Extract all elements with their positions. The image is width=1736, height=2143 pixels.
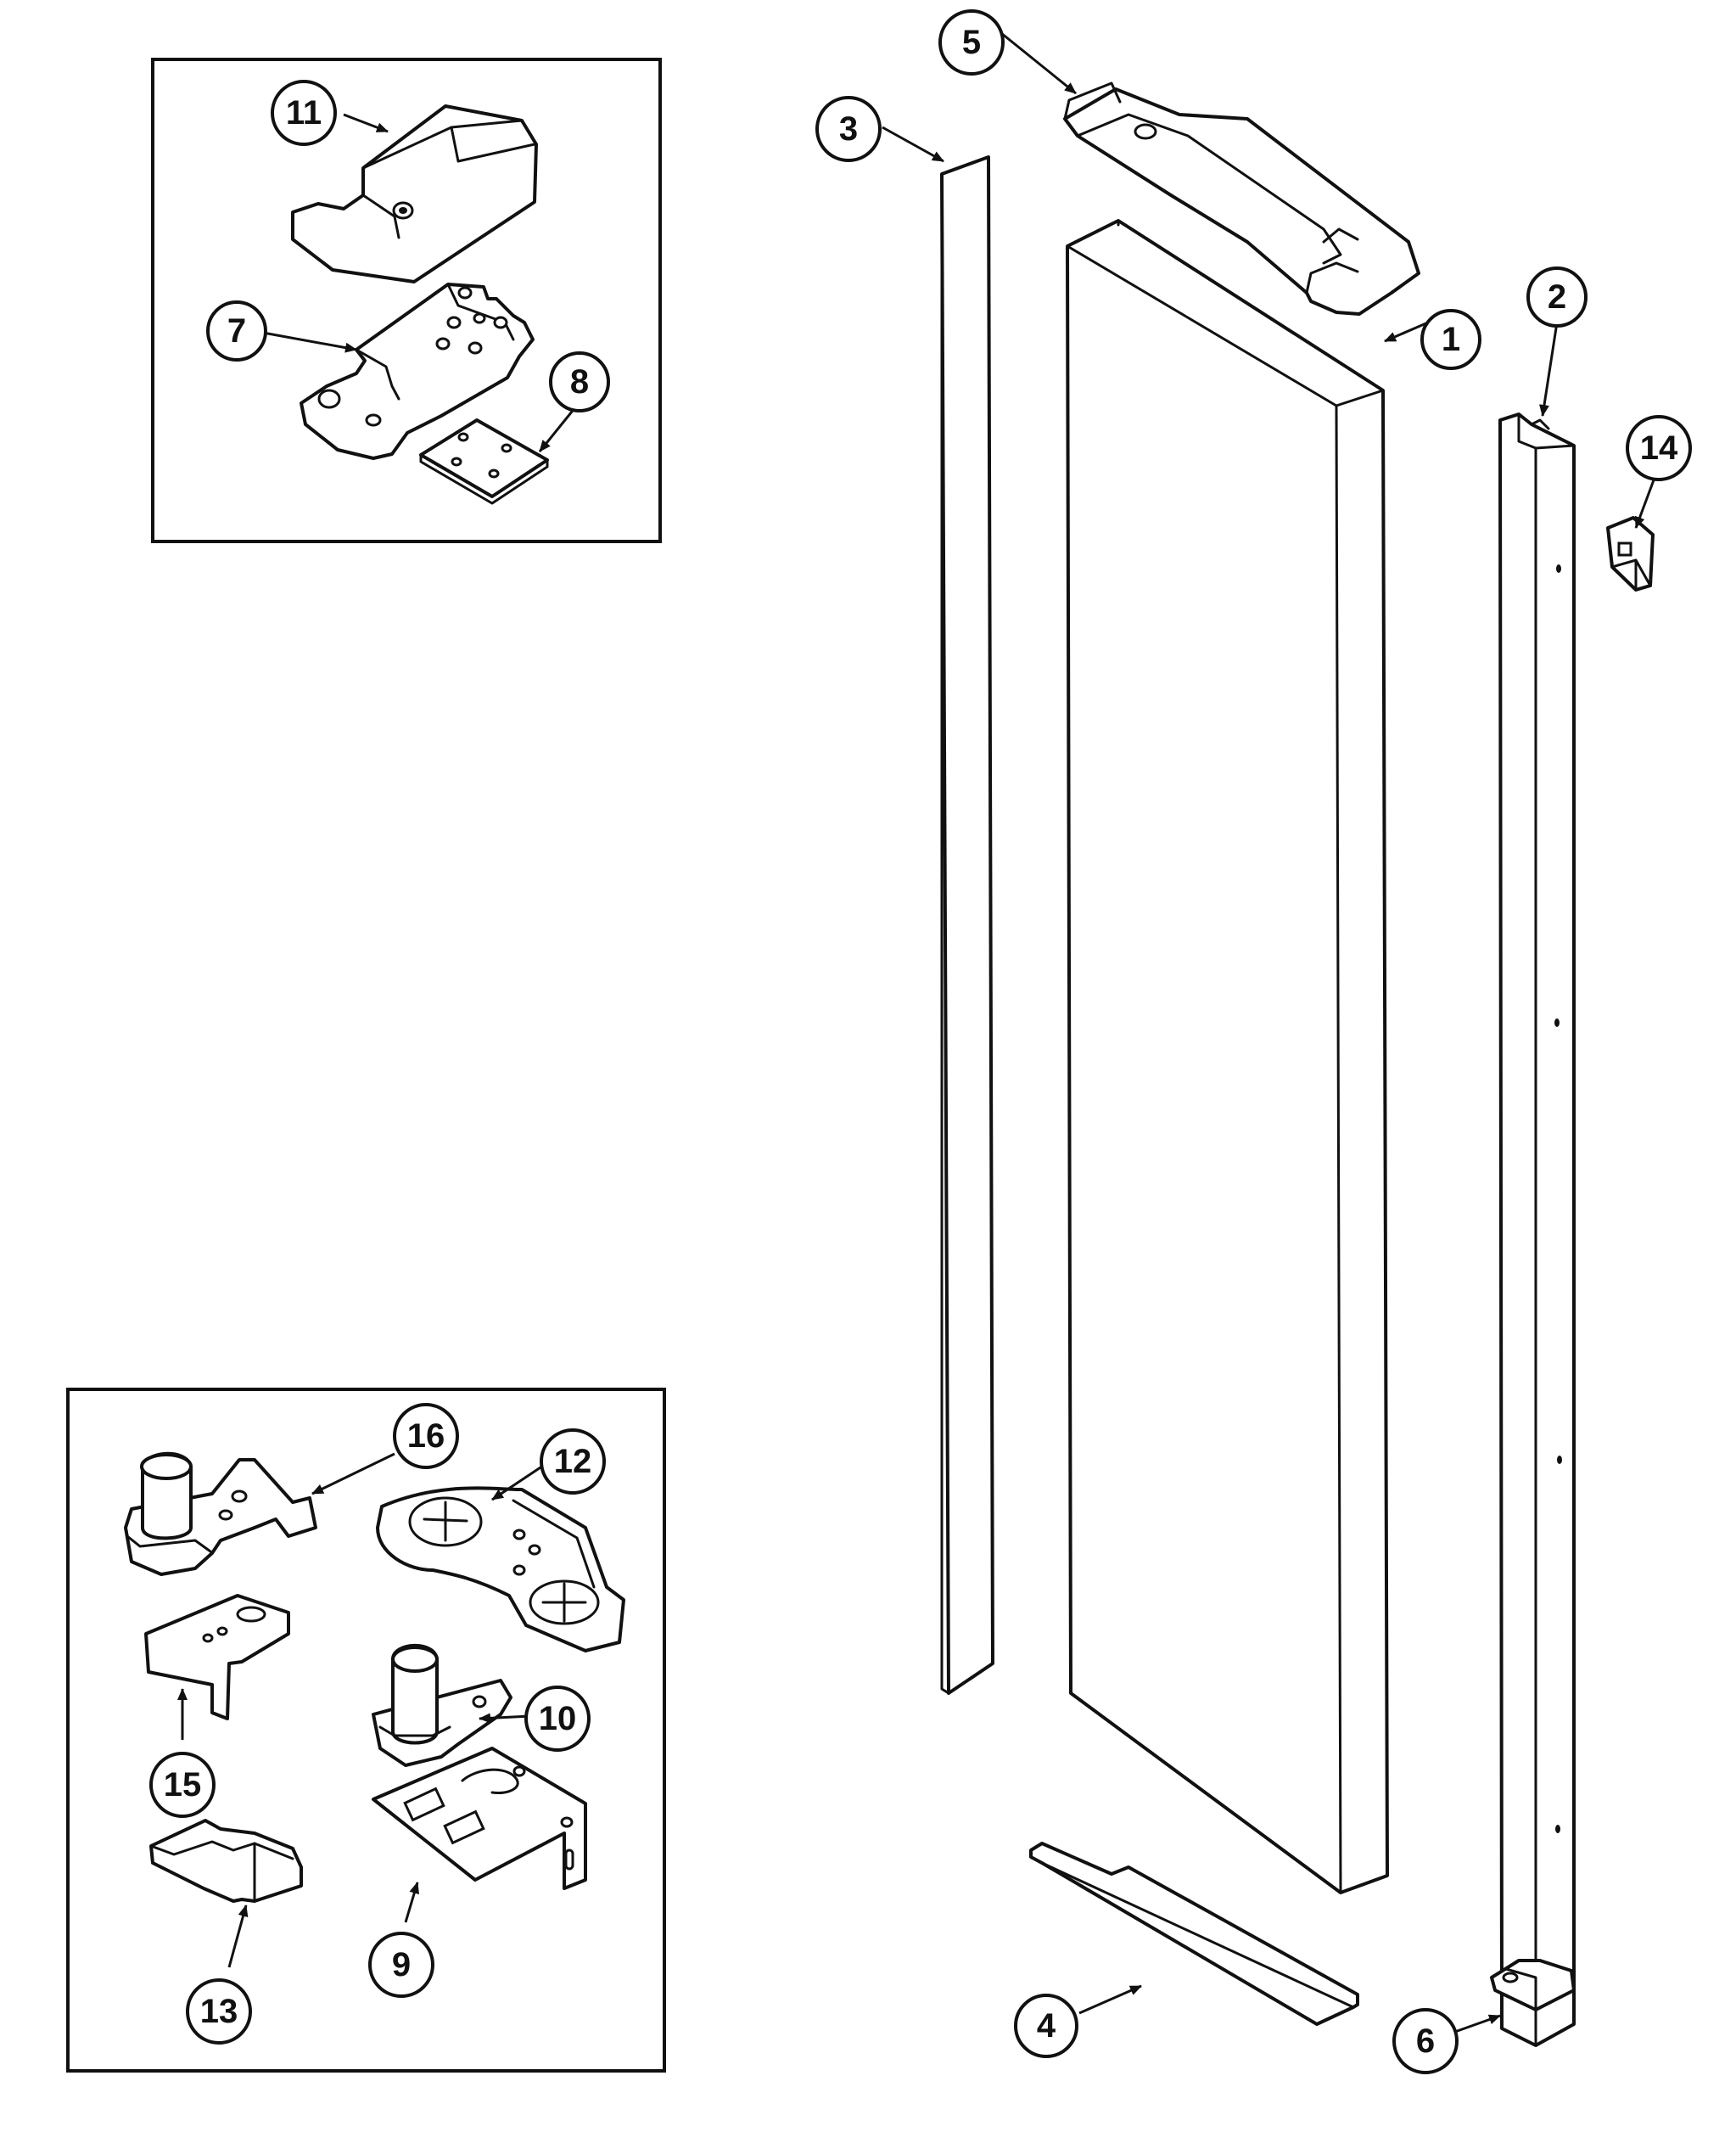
callout-13: 13 xyxy=(186,1978,252,2045)
callout-10: 10 xyxy=(524,1686,591,1752)
callout-12: 12 xyxy=(540,1428,606,1495)
callout-7-label: 7 xyxy=(227,312,246,350)
callout-4-label: 4 xyxy=(1037,2007,1056,2045)
callout-1-label: 1 xyxy=(1442,321,1460,358)
callout-8: 8 xyxy=(549,351,610,412)
callout-9-label: 9 xyxy=(392,1946,411,1983)
callout-6: 6 xyxy=(1392,2008,1459,2074)
callout-4: 4 xyxy=(1014,1994,1078,2058)
part-5-top-cap xyxy=(1063,81,1420,316)
part-2-vertical-trim xyxy=(1498,412,1576,2047)
callout-5: 5 xyxy=(938,9,1005,76)
part-9-lower-bracket xyxy=(372,1747,587,1890)
part-1-door-panel xyxy=(1066,219,1389,1894)
inset-frame-top xyxy=(151,58,662,543)
part-11-hinge-cover xyxy=(291,104,538,283)
part-15-bracket xyxy=(144,1594,290,1720)
part-4-bottom-channel xyxy=(1029,1842,1359,2026)
callout-2-label: 2 xyxy=(1548,278,1566,316)
callout-15-label: 15 xyxy=(164,1766,202,1804)
part-10-hinge-pin xyxy=(372,1643,512,1767)
part-12-hinge-spacer xyxy=(376,1486,625,1652)
part-13-clip xyxy=(149,1819,303,1903)
callout-16-label: 16 xyxy=(407,1417,445,1455)
part-8-shim xyxy=(419,418,549,505)
callout-9: 9 xyxy=(368,1932,434,1998)
callout-6-label: 6 xyxy=(1416,2022,1435,2060)
part-16-hinge-pin-bracket xyxy=(124,1451,317,1576)
leader-lines xyxy=(177,28,1656,2034)
callout-3-label: 3 xyxy=(839,110,858,148)
callout-12-label: 12 xyxy=(554,1443,592,1480)
callout-7: 7 xyxy=(206,300,267,362)
part-6-end-cap xyxy=(1490,1959,1576,2011)
callout-11: 11 xyxy=(271,80,337,146)
callout-13-label: 13 xyxy=(200,1993,238,2030)
callout-14: 14 xyxy=(1626,415,1692,481)
callout-11-label: 11 xyxy=(286,94,322,132)
part-7-hinge-plate xyxy=(300,283,535,460)
callout-10-label: 10 xyxy=(539,1700,577,1737)
callout-15: 15 xyxy=(149,1752,216,1818)
callout-1: 1 xyxy=(1420,309,1481,370)
callout-2: 2 xyxy=(1526,266,1588,328)
callout-5-label: 5 xyxy=(962,24,981,61)
part-14-small-clip xyxy=(1606,516,1655,592)
callout-8-label: 8 xyxy=(570,363,589,401)
callout-3: 3 xyxy=(815,96,882,162)
part-3-gasket-strip xyxy=(940,155,994,1695)
callout-16: 16 xyxy=(393,1403,459,1469)
callout-14-label: 14 xyxy=(1640,429,1678,467)
inset-frame-bottom xyxy=(66,1388,666,2073)
